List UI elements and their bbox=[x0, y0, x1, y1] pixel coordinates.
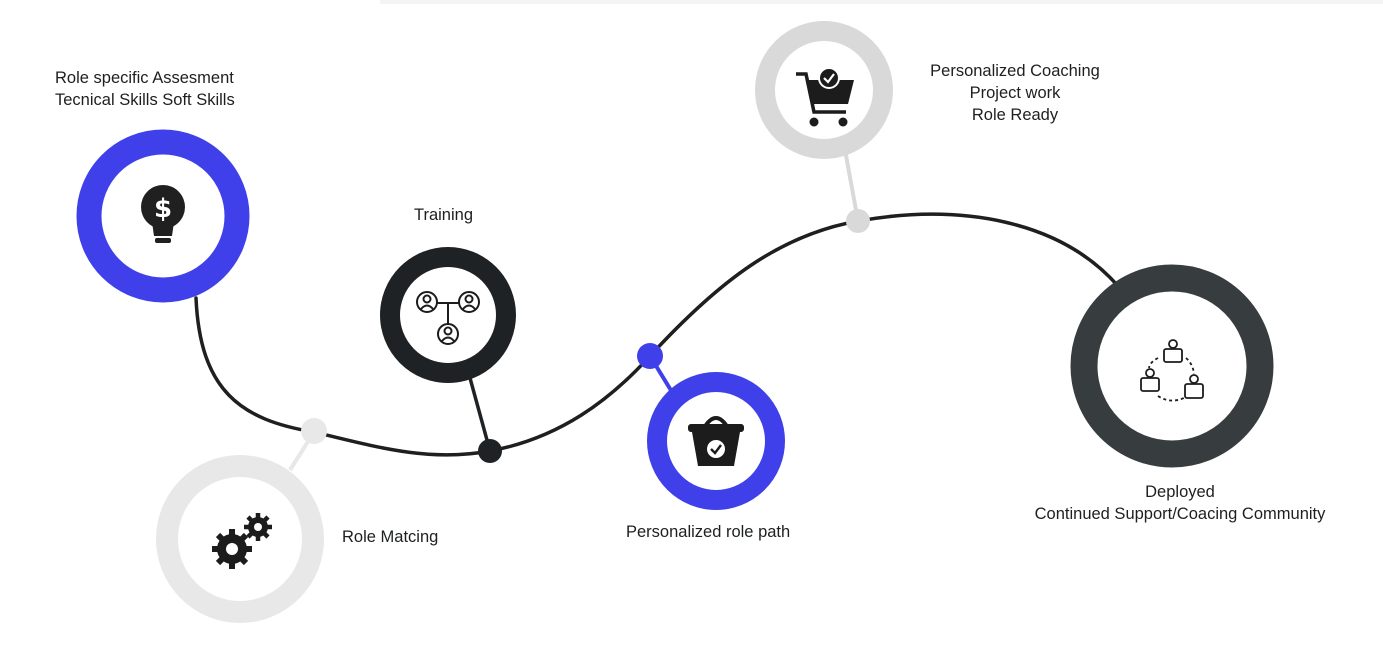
dollar-lightbulb-icon: $ bbox=[141, 185, 185, 243]
gears-icon bbox=[212, 513, 272, 569]
deployed-label: Deployed Continued Support/Coacing Commu… bbox=[1010, 481, 1350, 525]
matching-label-line-1: Role Matcing bbox=[342, 528, 439, 546]
junction-dot-role-path bbox=[637, 343, 663, 369]
connector-coaching bbox=[843, 149, 860, 222]
junction-dot-training bbox=[478, 439, 502, 463]
junction-dot-coaching bbox=[846, 209, 870, 233]
coaching-label: Personalized Coaching Project work Role … bbox=[915, 60, 1115, 126]
coaching-label-line-1: Personalized Coaching bbox=[930, 62, 1100, 80]
roadmap-path bbox=[194, 212, 1120, 457]
deployed-label-line-1: Deployed bbox=[1145, 483, 1215, 501]
top-divider bbox=[380, 0, 1383, 4]
step-deployed bbox=[1070, 264, 1274, 468]
people-network-icon bbox=[416, 291, 480, 345]
step-matching bbox=[156, 455, 324, 623]
step-coaching bbox=[755, 21, 893, 159]
coaching-label-line-2: Project work bbox=[969, 84, 1061, 102]
step-role-path bbox=[647, 372, 785, 510]
coaching-label-line-3: Role Ready bbox=[971, 106, 1059, 124]
basket-check-icon bbox=[688, 416, 744, 466]
deployed-ring bbox=[1070, 264, 1274, 468]
step-assessment: $ bbox=[76, 129, 250, 303]
role-path-label: Personalized role path bbox=[626, 521, 790, 543]
assessment-label-line-2: Tecnical Skills Soft Skills bbox=[55, 91, 235, 109]
assessment-label-line-1: Role specific Assesment bbox=[55, 69, 234, 87]
connector-training bbox=[468, 377, 492, 452]
training-label: Training bbox=[414, 204, 473, 226]
training-label-line-1: Training bbox=[414, 206, 473, 224]
cart-check-icon bbox=[796, 67, 854, 127]
svg-text:$: $ bbox=[154, 194, 172, 224]
deployed-label-line-2: Continued Support/Coacing Community bbox=[1034, 505, 1326, 523]
assessment-label: Role specific Assesment Tecnical Skills … bbox=[55, 67, 235, 111]
role-path-label-line-1: Personalized role path bbox=[626, 523, 791, 541]
junction-dot-matching bbox=[301, 418, 327, 444]
matching-label: Role Matcing bbox=[342, 526, 438, 548]
step-training bbox=[380, 247, 516, 383]
community-cycle-icon bbox=[1140, 339, 1204, 402]
